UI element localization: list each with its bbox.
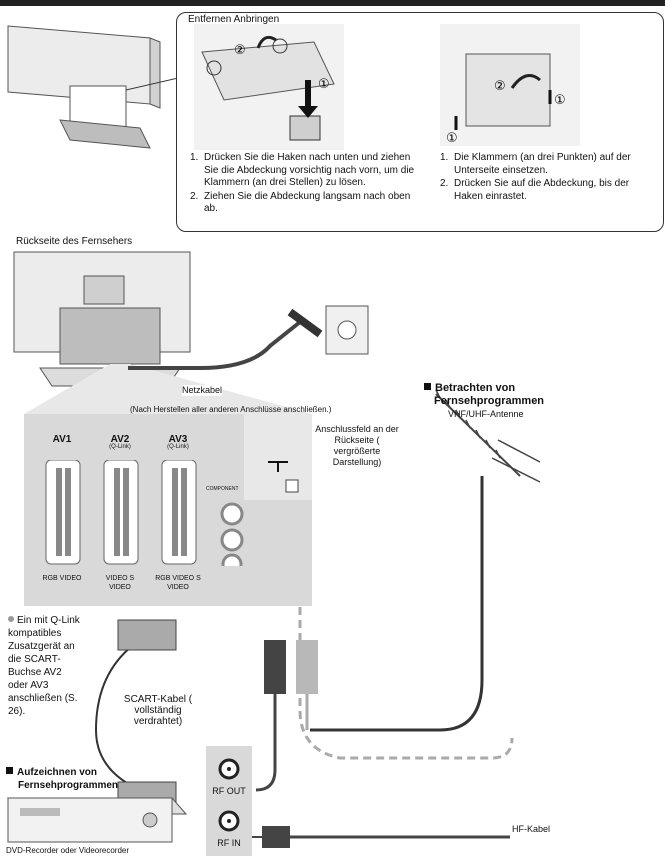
av2-label: AV2(Q-Link) <box>109 434 131 450</box>
connection-diagram <box>6 251 541 848</box>
attach-step-1: 1.Die Klammern (an drei Punkten) auf der… <box>440 152 631 176</box>
cover-attach-illustration: ② ① ① <box>440 24 580 146</box>
tv-back-illustration <box>7 25 176 149</box>
hf-cable-label: HF-Kabel <box>512 824 551 834</box>
antenna-label: VHF/UHF-Antenne <box>448 409 524 419</box>
recording-heading-2: Fernsehprogrammen <box>18 780 119 791</box>
marker-one: ① <box>318 77 330 92</box>
qlink-note: Ein mit Q-Link kompatibles Zusatzgerät a… <box>8 615 80 717</box>
power-cable-label: Netzkabel <box>182 385 223 396</box>
recording-heading: Aufzeichnen von <box>6 766 97 779</box>
svg-text:②: ② <box>494 79 506 94</box>
antenna-heading-2: Fernsehprogrammen <box>434 395 545 407</box>
top-header-strip <box>0 0 665 6</box>
scart-jacks <box>45 460 244 566</box>
recorder-label: DVD-Recorder oder Videorecorder <box>6 846 130 855</box>
panel-title: Entfernen Anbringen <box>188 14 280 25</box>
av2-caption: VIDEO S VIDEO <box>105 575 135 591</box>
scart-cable-label: SCART-Kabel ( vollständig verdrahtet) <box>123 694 193 727</box>
rf-out-label: RF OUT <box>212 786 246 796</box>
marker-two: ② <box>234 43 246 58</box>
svg-text:①: ① <box>554 93 566 108</box>
antenna-terminal <box>244 414 312 500</box>
attach-steps: 1.Die Klammern (an drei Punkten) auf der… <box>440 152 654 204</box>
removal-step-2: 2.Ziehen Sie die Abdeckung langsam nach … <box>190 190 411 215</box>
rf-terminal-box: RF OUT RF IN <box>206 746 252 856</box>
terminal-panel: AV1 AV2(Q-Link) AV3(Q-Link) COMPONENT RG… <box>24 414 312 606</box>
removal-step-1: 1.Drücken Sie die Haken nach unten und z… <box>190 152 415 188</box>
cover-removal-illustration: ② ① <box>194 24 344 150</box>
attach-step-2: 2.Drücken Sie auf die Abdeckung, bis der… <box>440 178 630 202</box>
removal-steps: 1.Drücken Sie die Haken nach unten und z… <box>190 152 420 217</box>
terminal-label: Anschlussfeld an der Rückseite ( vergröß… <box>315 424 399 467</box>
rf-in-label: RF IN <box>217 838 241 848</box>
av1-caption: RGB VIDEO <box>42 575 82 582</box>
power-note: (Nach Herstellen aller anderen Anschlüss… <box>130 405 332 414</box>
av3-label: AV3(Q-Link) <box>167 434 189 450</box>
av3-caption: RGB VIDEO S VIDEO <box>155 575 201 591</box>
svg-text:①: ① <box>446 131 458 146</box>
component-label: COMPONENT <box>206 486 239 492</box>
av1-label: AV1 <box>52 434 72 445</box>
rear-label: Rückseite des Fernsehers <box>16 236 133 247</box>
antenna-heading: Betrachten von <box>424 382 515 395</box>
